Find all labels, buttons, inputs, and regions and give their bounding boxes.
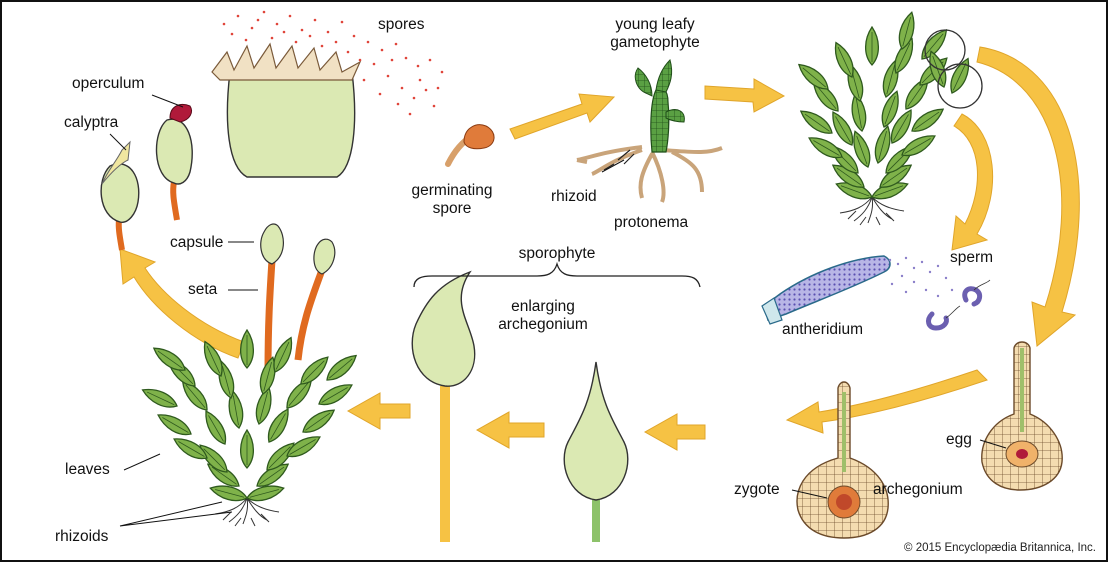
calyptra-capsule [101, 134, 139, 250]
arrow-9 [120, 249, 244, 358]
label-leaves: leaves [65, 461, 110, 479]
label-antheridium: antheridium [782, 321, 863, 339]
label-seta: seta [188, 281, 217, 299]
arrow-7 [477, 412, 544, 448]
label-archegonium: archegonium [873, 481, 963, 499]
label-zygote: zygote [734, 481, 780, 499]
label-spores: spores [378, 16, 425, 34]
label-protonema: protonema [614, 214, 688, 232]
archegonium-right [980, 342, 1062, 490]
germinating-spore [448, 125, 494, 164]
label-gametophyte: gametophyte [600, 34, 710, 52]
label-calyptra: calyptra [64, 114, 118, 132]
mature-gametophyte-left [140, 330, 360, 526]
label-germinating: germinating [402, 182, 502, 200]
copyright-notice: © 2015 Encyclopædia Britannica, Inc. [904, 542, 1096, 554]
label-young-leafy: young leafy [600, 16, 710, 34]
rhizoids-pointer [120, 502, 232, 526]
label-egg: egg [946, 431, 972, 449]
spore-release [212, 44, 360, 177]
label-enlarging: enlarging [488, 298, 598, 316]
label-sperm: sperm [950, 249, 993, 267]
arrow-8 [348, 393, 410, 429]
arrow-1 [510, 94, 614, 139]
leaves-pointer [124, 454, 160, 470]
sperm-cells [929, 289, 980, 328]
enlarging-archegonium [564, 362, 628, 542]
arrow-3 [977, 47, 1079, 346]
label-archegonium-enlarging: archegonium [488, 316, 598, 334]
label-operculum: operculum [72, 75, 144, 93]
label-rhizoids: rhizoids [55, 528, 108, 546]
arrow-6 [645, 414, 705, 450]
label-capsule: capsule [170, 234, 223, 252]
arrow-5 [787, 370, 987, 433]
sperm-cloud [889, 257, 953, 297]
label-sporophyte: sporophyte [502, 245, 612, 263]
young-gametophyte [577, 60, 722, 202]
label-spore: spore [402, 200, 502, 218]
operculum-capsule [152, 95, 192, 220]
label-rhizoid: rhizoid [551, 188, 597, 206]
arrow-4 [952, 114, 993, 250]
mature-gametophyte-top [795, 11, 974, 225]
arrow-2 [705, 79, 784, 112]
antheridium [762, 256, 890, 324]
